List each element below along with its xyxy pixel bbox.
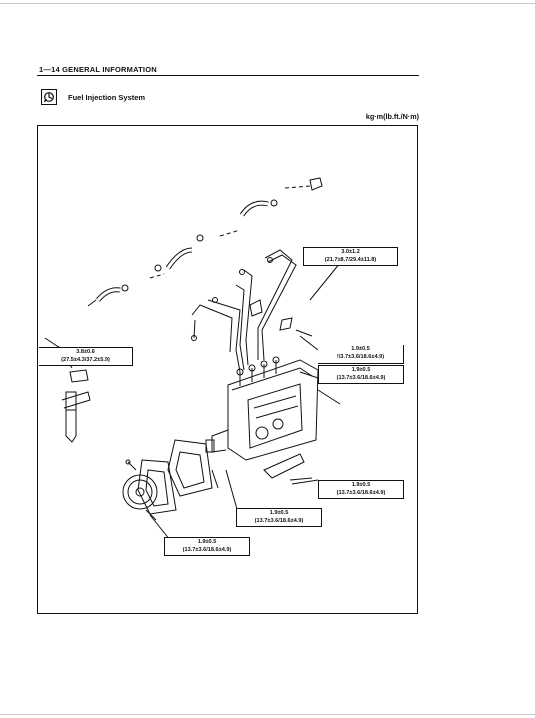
torque-callout-bracket: 1.9±0.5 (13.7±3.6/18.6±4.9) xyxy=(318,480,404,499)
bottom-rule xyxy=(0,714,535,715)
torque-callout-injector: 3.8±0.6 (27.5±4.3/37.2±5.9) xyxy=(39,347,133,366)
header-rule xyxy=(37,67,419,76)
wrench-icon xyxy=(41,89,57,105)
illustration-frame xyxy=(37,125,418,614)
torque-callout-injection-pipe: 3.0±1.2 (21.7±8.7/29.4±11.8) xyxy=(303,247,398,266)
units-label: kg·m(lb.ft./N·m) xyxy=(365,112,419,121)
torque-callout-pump-flange: 1.9±0.5 (13.7±3.6/18.6±4.9) xyxy=(236,508,322,527)
torque-callout-gear-bolt: 1.9±0.5 (13.7±3.6/18.6±4.9) xyxy=(164,537,250,556)
top-rule xyxy=(0,3,535,4)
torque-callout-leak-off-bolt: 1.9±0.5 !\3.7±3.6/18.6±4.9) xyxy=(318,345,404,364)
section-title: 1—14 GENERAL INFORMATION xyxy=(39,65,157,74)
torque-callout-pump-valve: 1.9±0.5 (13.7±3.6/18.6±4.9) xyxy=(318,365,404,384)
page-heading: Fuel Injection System xyxy=(68,93,146,102)
